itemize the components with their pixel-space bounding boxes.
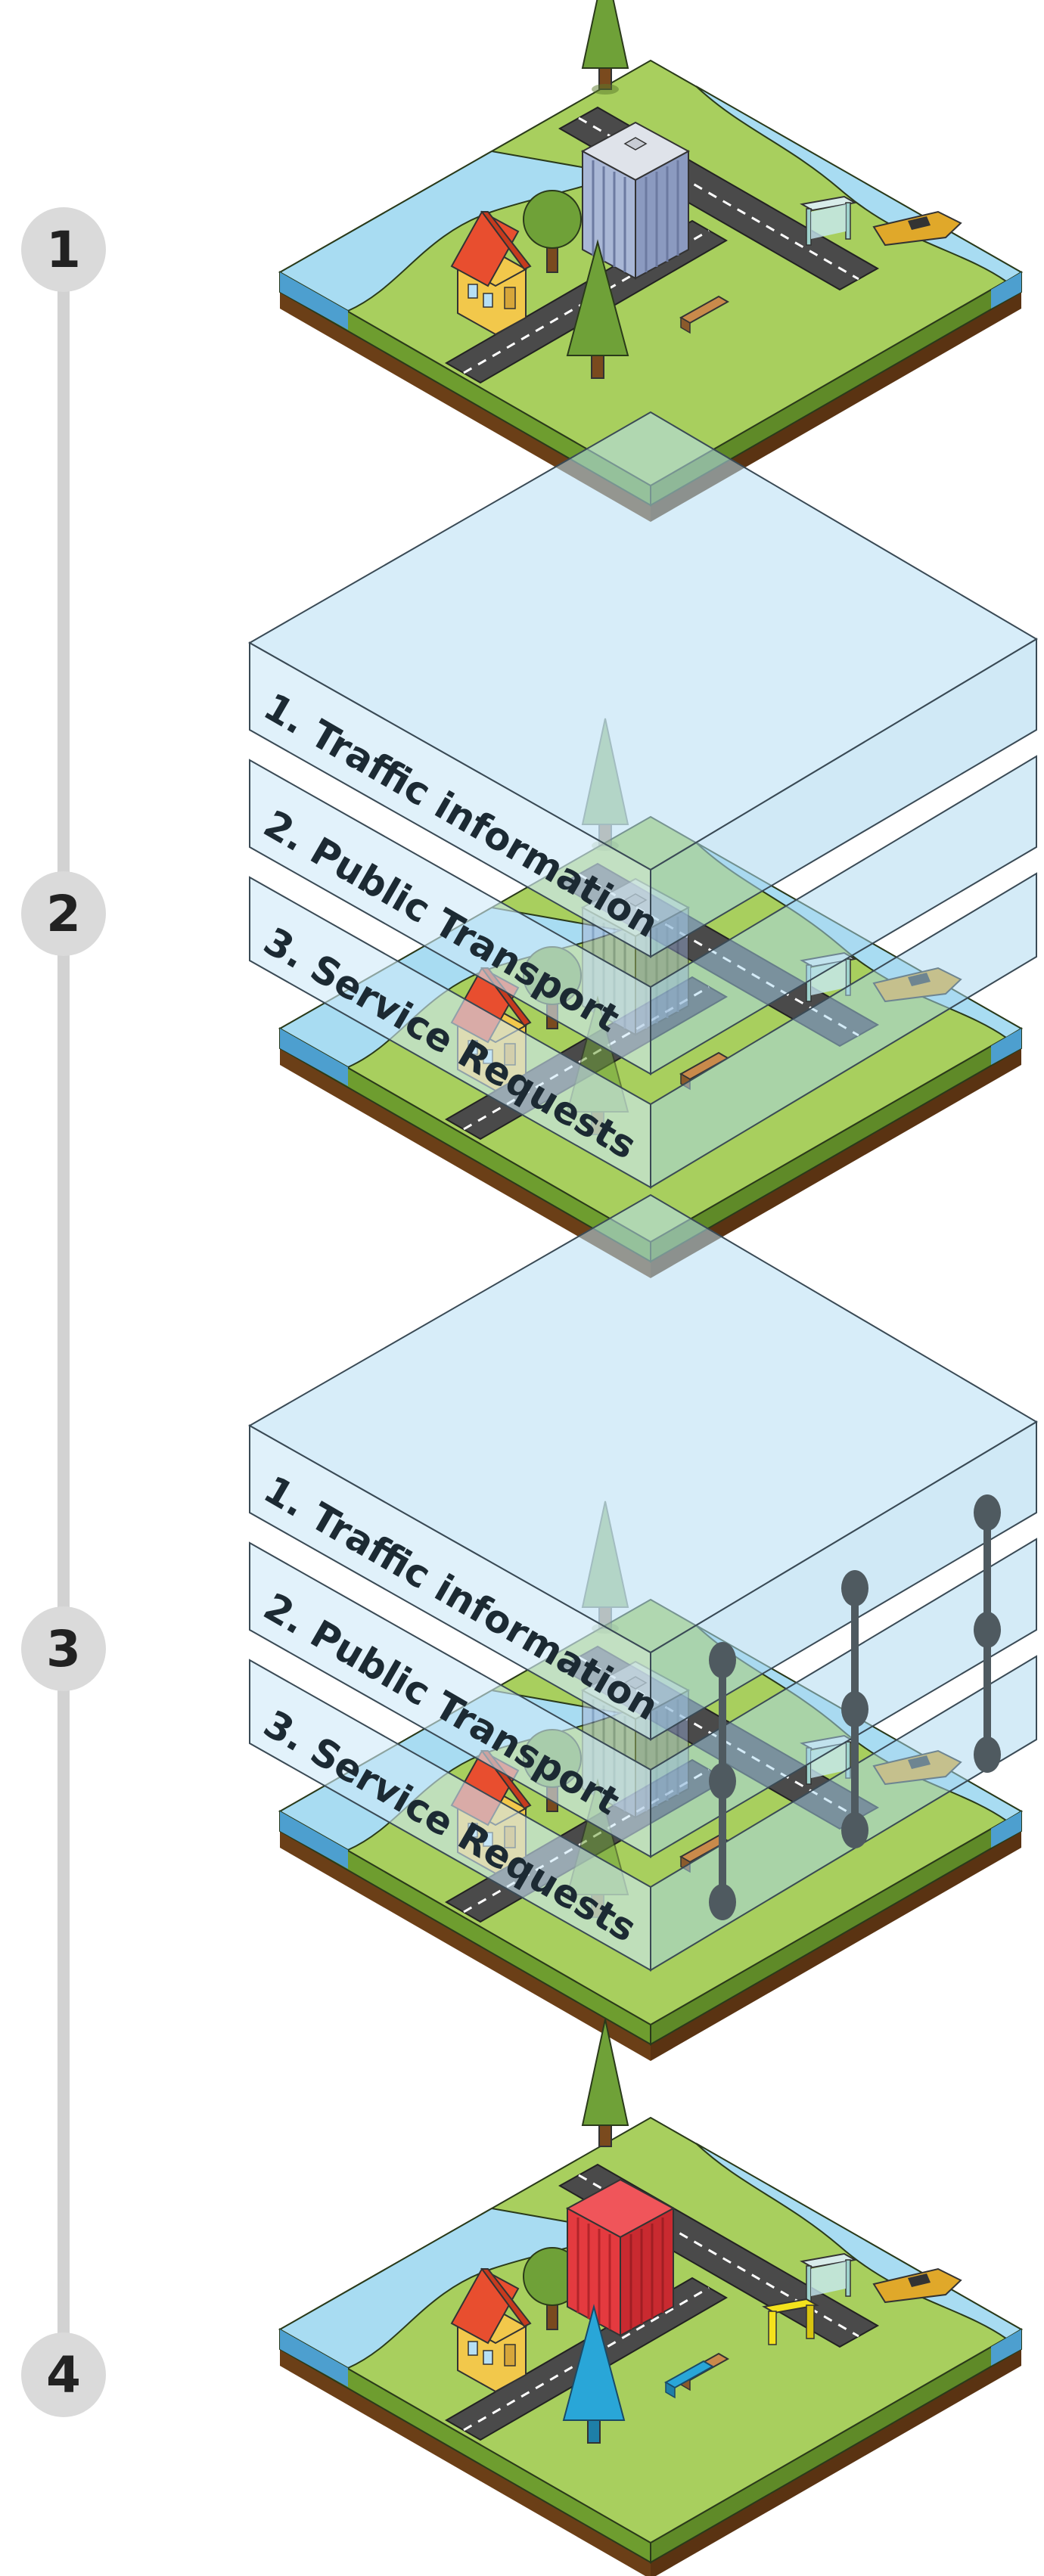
layer-connector-3 [974, 1494, 1001, 1773]
highlighted-building-icon [565, 2178, 676, 2337]
layer-connector-2 [841, 1570, 868, 1848]
highlighted-tree-icon [562, 2304, 626, 2444]
step-badge-2: 2 [21, 871, 106, 956]
timeline-line [57, 250, 70, 2367]
step-number: 4 [46, 2346, 81, 2404]
city-tile-result [278, 2019, 1023, 2576]
timeline: 1 2 3 4 [21, 207, 106, 2417]
step-badge-3: 3 [21, 1606, 106, 1691]
step-badge-4: 4 [21, 2332, 106, 2417]
highlighted-bench-icon [663, 2360, 715, 2399]
tree-icon [581, 2019, 629, 2147]
step-number: 1 [46, 221, 81, 279]
step-badge-1: 1 [21, 207, 106, 292]
step-number: 2 [46, 885, 81, 943]
step-number: 3 [46, 1620, 81, 1678]
layer-connector-1 [709, 1642, 736, 1920]
highlighted-bus-stop-icon [762, 2298, 819, 2345]
